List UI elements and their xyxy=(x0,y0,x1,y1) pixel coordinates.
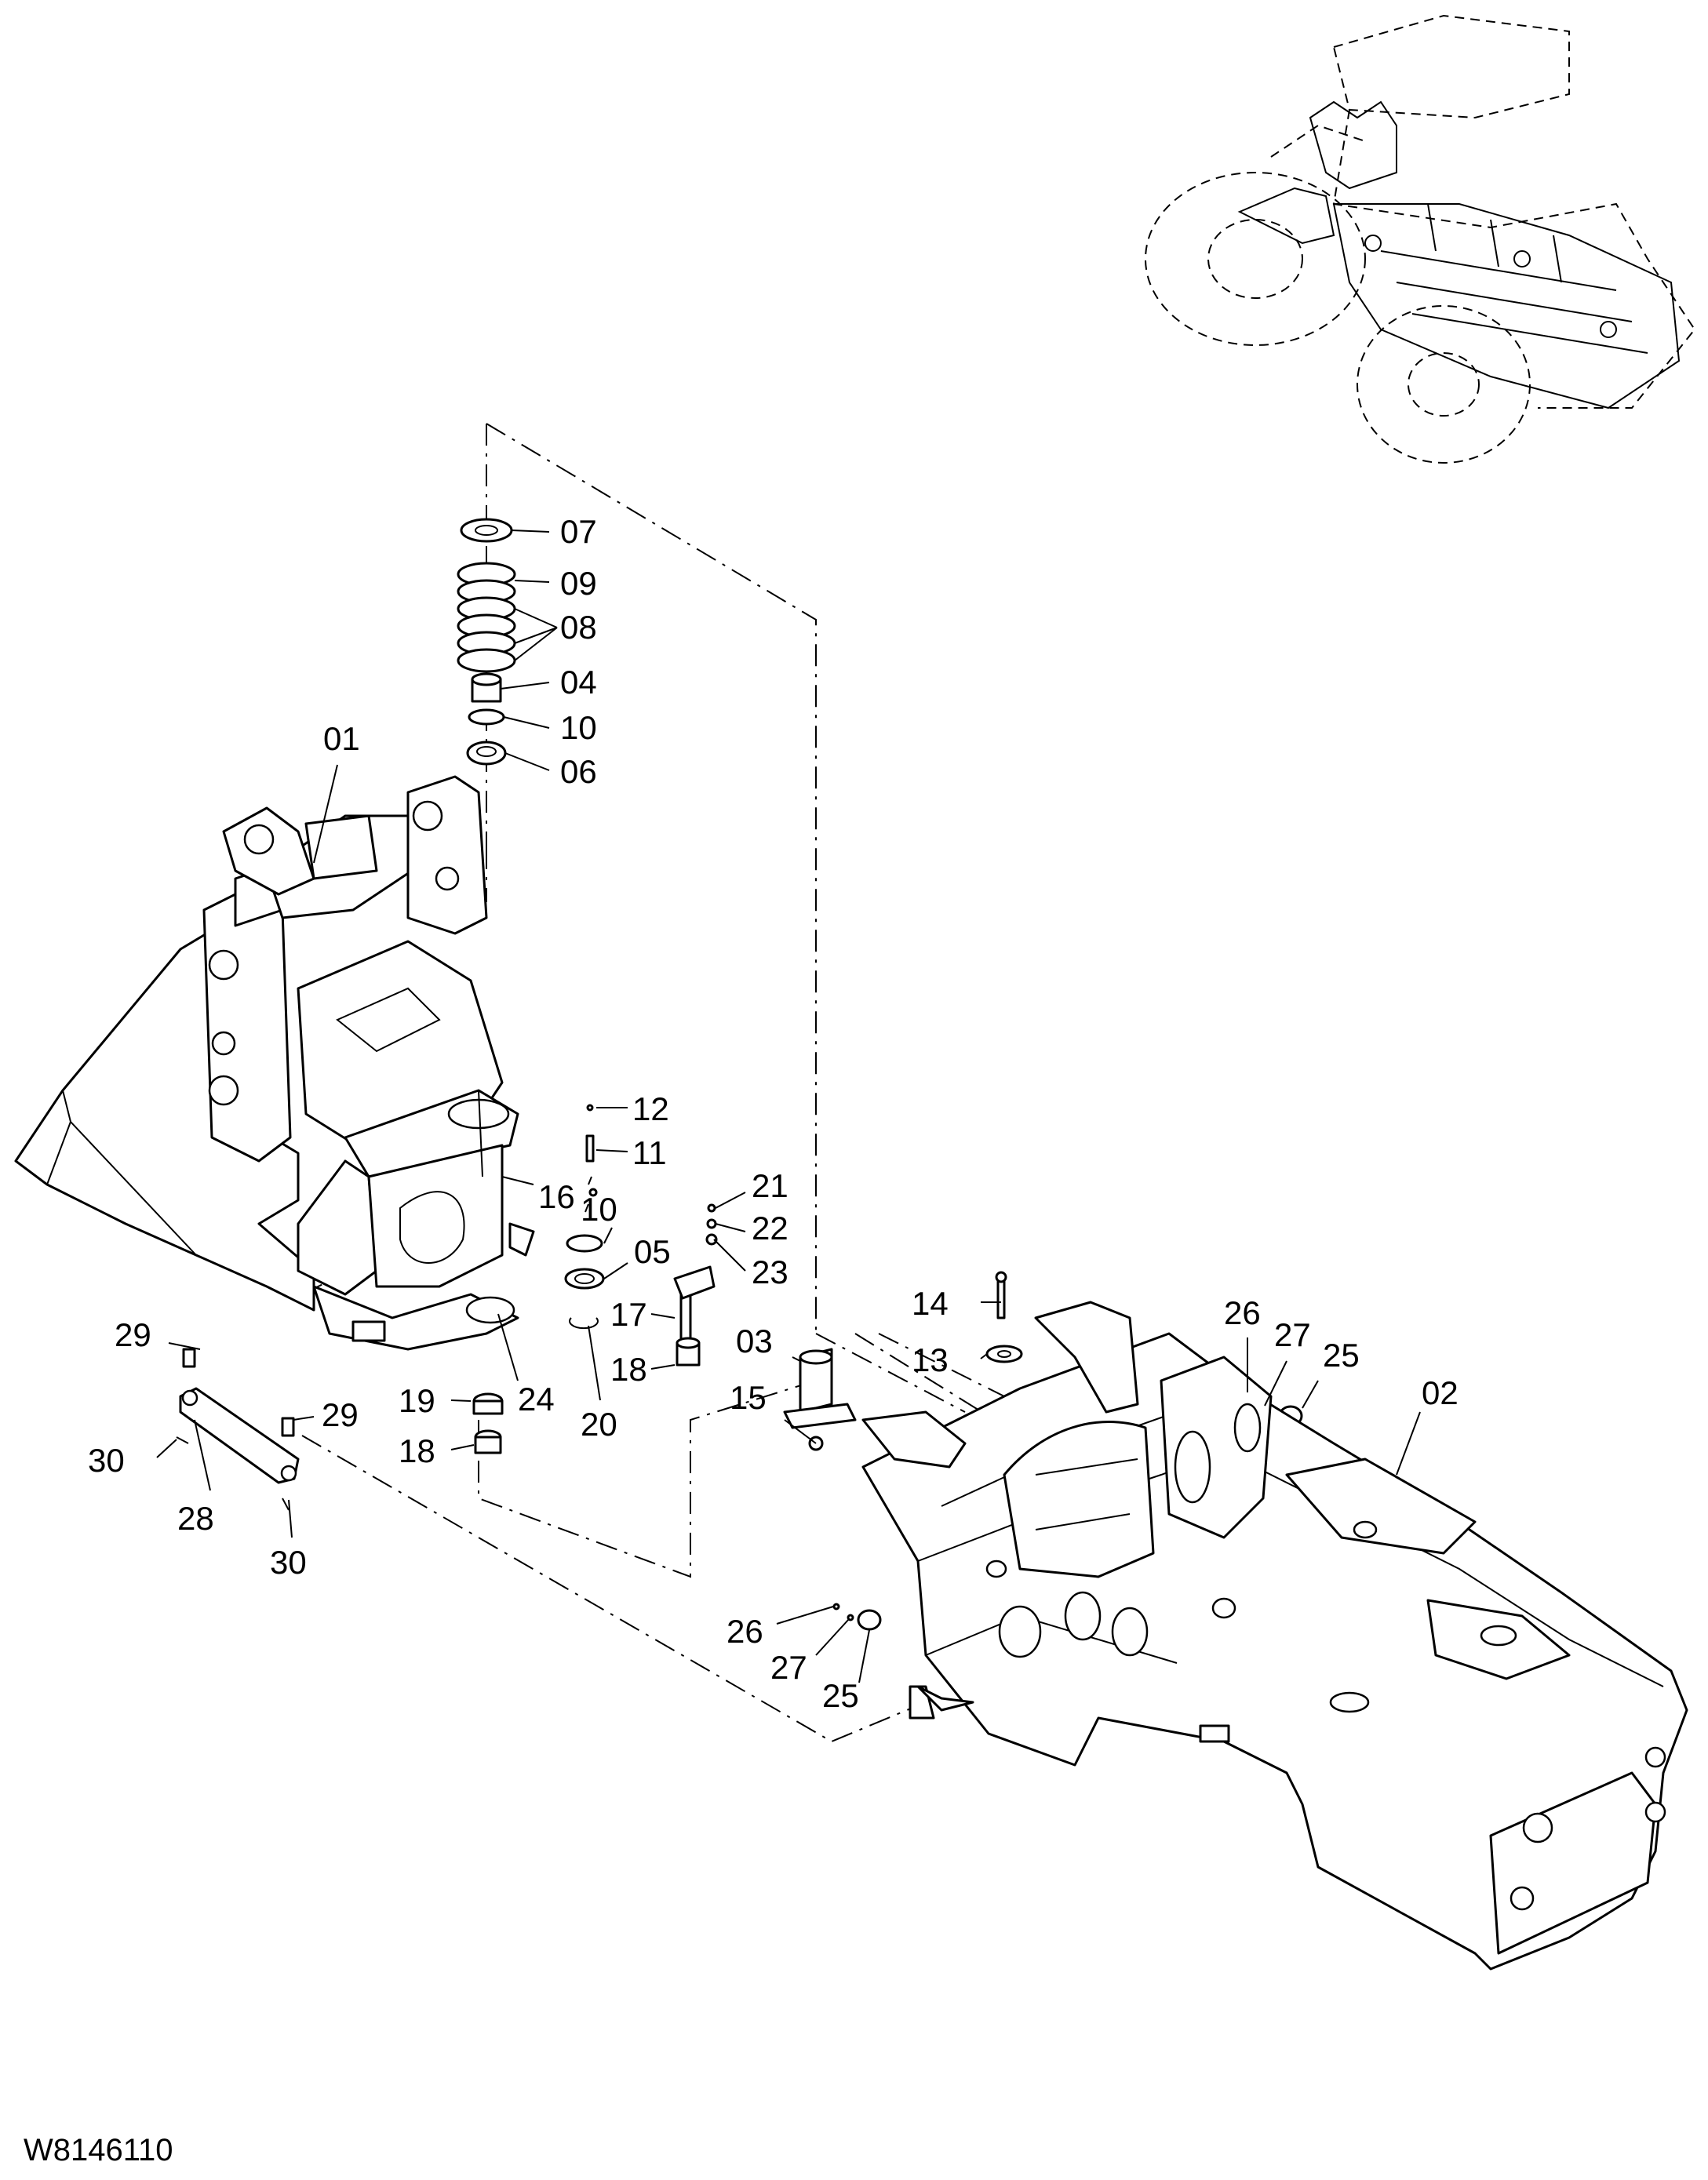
callout-26-right: 26 xyxy=(1224,1294,1261,1331)
callout-07: 07 xyxy=(560,513,597,550)
callout-28: 28 xyxy=(177,1500,214,1537)
callout-17: 17 xyxy=(610,1296,647,1333)
callout-26-left: 26 xyxy=(727,1613,763,1650)
callout-21: 21 xyxy=(752,1167,788,1204)
callout-06: 06 xyxy=(560,753,597,790)
callout-04: 04 xyxy=(560,664,597,701)
callout-25-right: 25 xyxy=(1323,1337,1360,1374)
callout-15: 15 xyxy=(730,1379,767,1416)
callout-29-left: 29 xyxy=(115,1316,151,1353)
callout-10-upper: 10 xyxy=(560,709,597,746)
callout-02: 02 xyxy=(1422,1374,1459,1411)
callout-01: 01 xyxy=(323,720,360,757)
spring-stack xyxy=(457,518,516,766)
callout-22: 22 xyxy=(752,1210,788,1246)
callout-labels: 07 09 08 04 10 06 01 12 11 16 10 05 20 2… xyxy=(88,513,1459,1714)
callout-05: 05 xyxy=(634,1233,671,1270)
small-parts xyxy=(176,1104,1303,1631)
callout-13: 13 xyxy=(912,1341,949,1378)
callout-11: 11 xyxy=(632,1134,667,1171)
rear-frame xyxy=(861,1301,1688,1971)
callout-14: 14 xyxy=(912,1285,949,1322)
tractor-inset xyxy=(1145,14,1696,464)
callout-25-left: 25 xyxy=(822,1677,859,1714)
callout-19: 19 xyxy=(399,1382,435,1419)
callout-03: 03 xyxy=(736,1323,773,1359)
callout-24: 24 xyxy=(518,1381,555,1418)
leader-lines xyxy=(156,530,1421,1683)
callout-30-right: 30 xyxy=(270,1544,307,1581)
callout-23: 23 xyxy=(752,1254,788,1290)
callout-30-left: 30 xyxy=(88,1442,125,1479)
callout-08: 08 xyxy=(560,609,597,646)
callout-18-right: 18 xyxy=(610,1351,647,1388)
front-frame xyxy=(14,775,535,1351)
callout-16: 16 xyxy=(538,1178,575,1215)
callout-18-left: 18 xyxy=(399,1432,435,1469)
callout-20: 20 xyxy=(581,1406,617,1443)
callout-27-right: 27 xyxy=(1274,1316,1311,1353)
drawing-code: W8146110 xyxy=(24,2133,173,2167)
callout-12: 12 xyxy=(632,1090,669,1127)
callout-09: 09 xyxy=(560,565,597,602)
callout-27-left: 27 xyxy=(770,1649,807,1686)
callout-10-lower: 10 xyxy=(581,1191,617,1228)
callout-29-right: 29 xyxy=(322,1396,359,1433)
